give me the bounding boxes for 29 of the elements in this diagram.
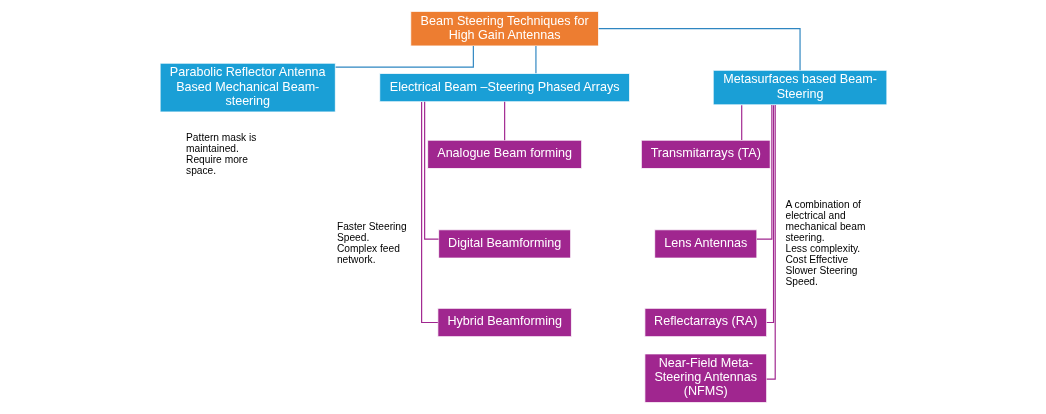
node-box: Parabolic Reflector Antenna Based Mechanical Beam-steering (159, 62, 336, 113)
node-box: Near-Field Meta-Steering Antennas (NFMS) (644, 353, 767, 403)
node-box: Digital Beamforming (437, 229, 571, 259)
connector (503, 101, 505, 141)
node-label: Require more space. (185, 153, 248, 176)
node-box: Electrical Beam –Steering Phased Arrays (378, 73, 630, 103)
node-label: Less complexity. (785, 243, 860, 255)
node-label: Cost Effective (785, 254, 848, 266)
node-box: Hybrid Beamforming (436, 307, 572, 338)
connector (765, 104, 776, 380)
node-box: Metasurfaces based Beam-Steering (712, 69, 887, 106)
node-box: Reflectarrays (RA) (644, 307, 767, 338)
node-label: Faster Steering Speed. (336, 221, 407, 244)
node-box: Beam Steering Techniques for High Gain Antennas (409, 11, 599, 47)
connector (423, 101, 439, 240)
node-label: A combination of electrical and mechanical beam steering. (785, 199, 865, 244)
connector (334, 45, 474, 68)
connector (740, 104, 742, 141)
connector (755, 104, 772, 240)
node-label: Complex feed network. (336, 243, 400, 266)
node-box: Lens Antennas (653, 229, 757, 259)
node-label: Pattern mask is maintained. (185, 131, 256, 154)
node-label: Slower Steering Speed. (785, 265, 858, 288)
connector (597, 28, 801, 71)
connector (420, 101, 438, 324)
node-box: Transmitarrays (TA) (640, 139, 771, 169)
node-box: Analogue Beam forming (426, 139, 582, 169)
connector (765, 104, 774, 324)
connector (534, 45, 537, 74)
